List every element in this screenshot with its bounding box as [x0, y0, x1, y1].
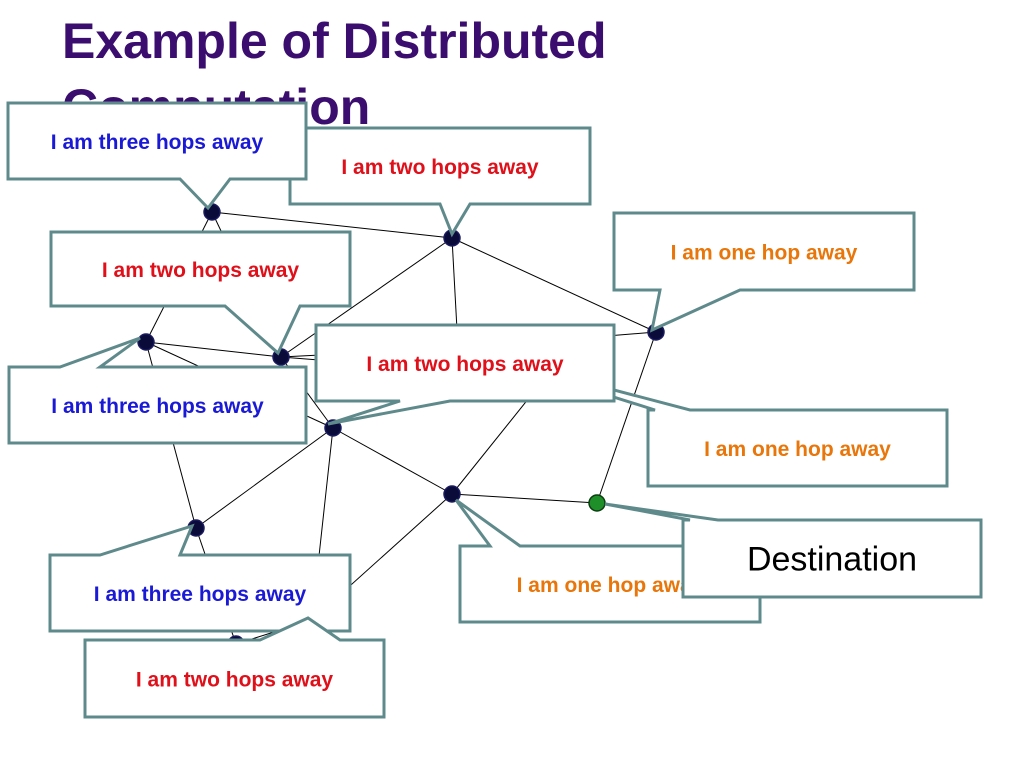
hop-label: I am two hops away — [366, 353, 564, 376]
edge-n8-n10 — [195, 427, 334, 529]
callout-n8: I am two hops away — [314, 323, 616, 426]
callout-n1: I am three hops away — [6, 101, 308, 211]
hop-label: I am two hops away — [341, 156, 539, 179]
callout-shape — [7, 336, 308, 445]
hop-label: I am one hop away — [671, 242, 858, 265]
callout-shape — [604, 502, 983, 599]
hop-label: I am one hop away — [704, 438, 891, 461]
callout-n11: I am two hops away — [83, 616, 386, 719]
node-n9 — [443, 485, 461, 503]
hop-label: I am three hops away — [51, 395, 264, 418]
edge-n3-n4 — [145, 341, 282, 358]
callout-n6: I am one hop away — [612, 211, 916, 333]
edge-n8-n9 — [332, 427, 453, 495]
hop-label: I am three hops away — [94, 583, 307, 606]
hop-label: I am three hops away — [51, 131, 264, 154]
callout-shape — [49, 230, 352, 356]
callout-shape — [48, 523, 352, 633]
callout-shape — [612, 211, 916, 333]
edge-n2-n6 — [451, 237, 657, 333]
hop-label: I am two hops away — [102, 259, 300, 282]
edge-n6-dest — [596, 331, 657, 504]
callout-n2: I am two hops away — [288, 126, 592, 238]
edge-n9-dest — [451, 493, 598, 504]
callout-dest: Destination — [604, 502, 983, 599]
callout-shape — [314, 323, 616, 426]
node-n3 — [137, 333, 155, 351]
destination-label: Destination — [747, 541, 917, 579]
edge-n2-n4 — [280, 237, 453, 358]
callout-shape — [288, 126, 592, 238]
callout-shape — [6, 101, 308, 211]
edge-n1-n2 — [211, 211, 453, 239]
destination-node — [588, 494, 606, 512]
callout-n3: I am three hops away — [7, 336, 308, 445]
callout-n10: I am three hops away — [48, 523, 352, 633]
hop-label: I am one hop away — [517, 574, 704, 597]
hop-label: I am two hops away — [136, 669, 334, 692]
callout-shape — [83, 616, 386, 719]
callout-n4: I am two hops away — [49, 230, 352, 356]
callouts-layer: I am two hops away I am three hops away I … — [6, 101, 983, 719]
